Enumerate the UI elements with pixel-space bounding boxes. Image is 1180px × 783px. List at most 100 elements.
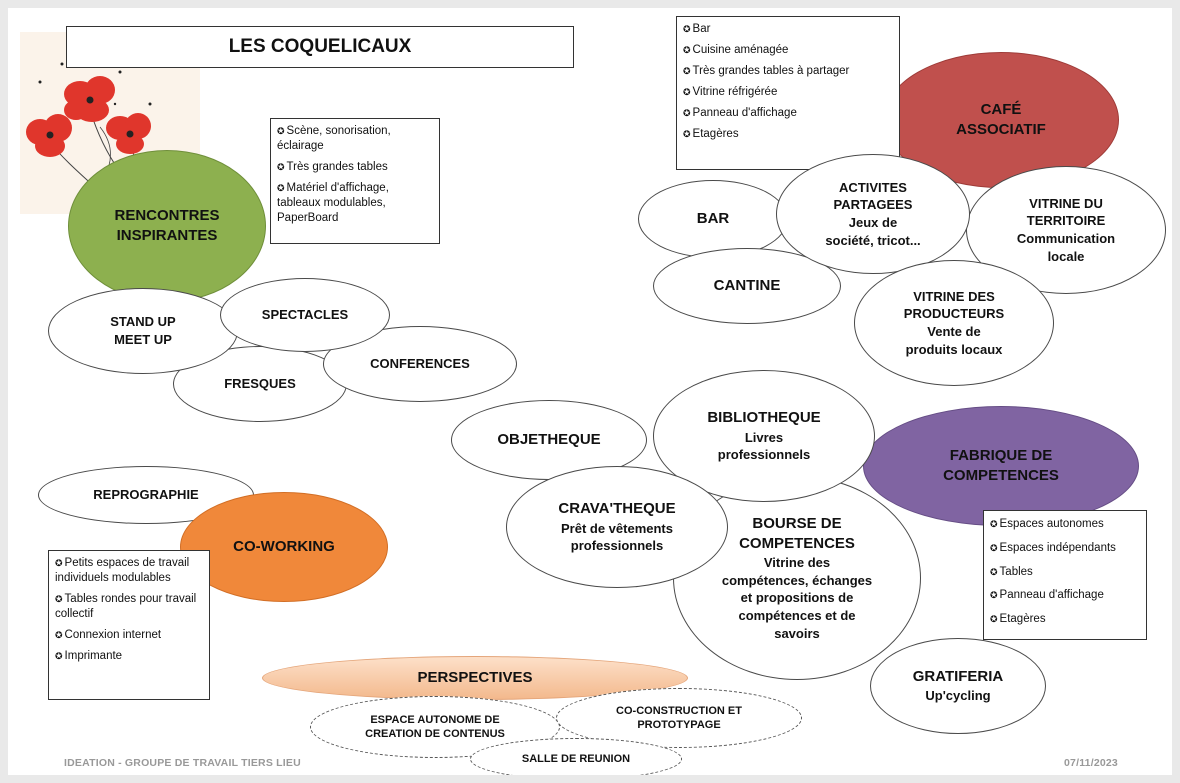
co-construction-l1: CO-CONSTRUCTION ET [616,704,742,717]
list-item: ✪Imprimante [55,649,203,664]
fabrique-competences-node: FABRIQUE DE COMPETENCES [863,406,1139,526]
salle-reunion-node: SALLE DE REUNION [470,738,682,775]
co-working-label: CO-WORKING [233,537,335,555]
gratiferia-l1: GRATIFERIA [912,668,1004,686]
reprographie-node: REPROGRAPHIE [38,466,254,524]
list-item-text: Espaces indépendants [999,541,1116,554]
footer-left: IDEATION - GROUPE DE TRAVAIL TIERS LIEU [64,757,301,769]
list-item-text: Espaces autonomes [999,518,1104,530]
list-item-text: Vitrine réfrigérée [692,85,778,98]
bullet-icon: ✪ [277,182,285,193]
activites-l4: société, tricot... [825,232,921,248]
vitrine-territoire-l3: Communication [1016,231,1116,246]
list-item: ✪Tables [990,564,1140,582]
bullet-icon: ✪ [683,107,691,118]
list-item: ✪Etagères [990,611,1140,629]
bourse-l7: savoirs [774,625,820,641]
list-item-text: Très grandes tables à partager [692,64,850,77]
vitrine-producteurs-l4: produits locaux [905,341,1003,357]
objetheque-label: OBJETHEQUE [497,430,601,448]
bullet-icon: ✪ [990,566,998,577]
bullet-icon: ✪ [683,128,691,139]
bibliotheque-l1: BIBLIOTHEQUE [707,409,821,427]
list-item-text: Etagères [999,613,1046,626]
cafe-label-1: CAFÉ [980,100,1022,118]
activites-partagees-node: ACTIVITES PARTAGEES Jeux de société, tri… [776,154,970,274]
rencontres-label: RENCONTRES INSPIRANTES [114,206,220,244]
list-item: ✪Très grandes tables [277,160,433,175]
bullet-icon: ✪ [683,65,691,76]
list-item: ✪Scène, sonorisation, éclairage [277,124,433,154]
fabrique-l2: COMPETENCES [943,467,1059,484]
cravatheque-node: CRAVA'THEQUE Prêt de vêtements professio… [506,466,728,588]
list-item: ✪Cuisine aménagée [683,43,893,58]
bullet-icon: ✪ [277,126,285,136]
list-item: ✪Espaces indépendants [990,540,1140,558]
activites-l2: PARTAGEES [833,197,913,213]
stand-up-label: STAND UP [110,314,176,330]
espace-autonome-l2: CREATION DE CONTENUS [365,728,505,740]
bourse-l2: COMPETENCES [739,535,855,553]
list-item: ✪Panneau d'affichage [683,106,893,121]
list-item: ✪Très grandes tables à partager [683,64,893,79]
list-item: ✪Bar [683,22,893,37]
footer-right: 07/11/2023 [1064,757,1118,769]
bullet-icon: ✪ [683,86,691,97]
fabrique-l1: FABRIQUE DE [949,446,1053,464]
activites-l1: ACTIVITES [839,179,907,195]
reprographie-label: REPROGRAPHIE [93,487,199,503]
list-item-text: Petits espaces de travail individuels mo… [55,557,190,584]
list-item: ✪Panneau d'affichage [990,587,1140,605]
salle-reunion-label: SALLE DE REUNION [521,752,631,765]
spectacles-label: SPECTACLES [261,307,349,323]
fresques-label: FRESQUES [224,376,296,392]
list-item-text: Cuisine aménagée [692,43,789,56]
cravatheque-l2: Prêt de vêtements [561,520,673,536]
gratiferia-l2: Up'cycling [925,688,991,704]
activites-l3: Jeux de [848,215,898,230]
cravatheque-l1: CRAVA'THEQUE [558,500,676,518]
page-title: LES COQUELICAUX [66,26,574,68]
bullet-icon: ✪ [55,558,63,568]
bar-node: BAR [638,180,788,258]
bullet-icon: ✪ [990,519,998,529]
list-item-text: Imprimante [64,649,123,662]
list-item-text: Panneau d'affichage [999,589,1104,602]
list-item-text: Scène, sonorisation, éclairage [277,125,391,152]
vitrine-territoire-l1: VITRINE DU [1029,195,1103,211]
conferences-label: CONFERENCES [370,356,470,372]
bar-label: BAR [696,209,730,227]
cravatheque-l3: professionnels [570,538,664,554]
rencontres-inspirantes-node: RENCONTRES INSPIRANTES [68,150,266,302]
list-item-text: Etagères [692,127,739,140]
bibliotheque-node: BIBLIOTHEQUE Livres professionnels [653,370,875,502]
bullet-icon: ✪ [990,542,998,553]
bourse-l6: compétences et de [738,608,856,624]
bourse-l5: et propositions de [740,590,854,606]
bibliotheque-l3: professionnels [717,447,811,463]
bullet-icon: ✪ [683,44,691,55]
bourse-l1: BOURSE DE [752,514,842,532]
vitrine-producteurs-node: VITRINE DES PRODUCTEURS Vente de produit… [854,260,1054,386]
bourse-l3: Vitrine des [763,555,831,571]
vitrine-producteurs-l3: Vente de [927,324,981,339]
stand-up-meet-up-node: STAND UP MEET UP [48,288,238,374]
list-item-text: Tables rondes pour travail collectif [55,592,197,620]
co-construction-l2: PROTOTYPAGE [637,719,721,731]
list-item: ✪Petits espaces de travail individuels m… [55,556,203,586]
bibliotheque-l2: Livres [744,429,784,445]
rencontres-equipment-list: ✪Scène, sonorisation, éclairage✪Très gra… [270,118,440,244]
bourse-l4: compétences, échanges [721,572,873,588]
list-item: ✪Matériel d'affichage, tableaux modulabl… [277,181,433,226]
spectacles-node: SPECTACLES [220,278,390,352]
list-item: ✪Tables rondes pour travail collectif [55,592,203,622]
bullet-icon: ✪ [683,24,691,34]
list-item-text: Tables [999,565,1033,578]
cantine-node: CANTINE [653,248,841,324]
bullet-icon: ✪ [277,161,285,172]
vitrine-producteurs-l1: VITRINE DES [913,288,995,304]
bullet-icon: ✪ [990,614,998,625]
list-item: ✪Vitrine réfrigérée [683,85,893,100]
perspectives-label: PERSPECTIVES [417,668,533,686]
list-item: ✪Espaces autonomes [990,516,1140,534]
